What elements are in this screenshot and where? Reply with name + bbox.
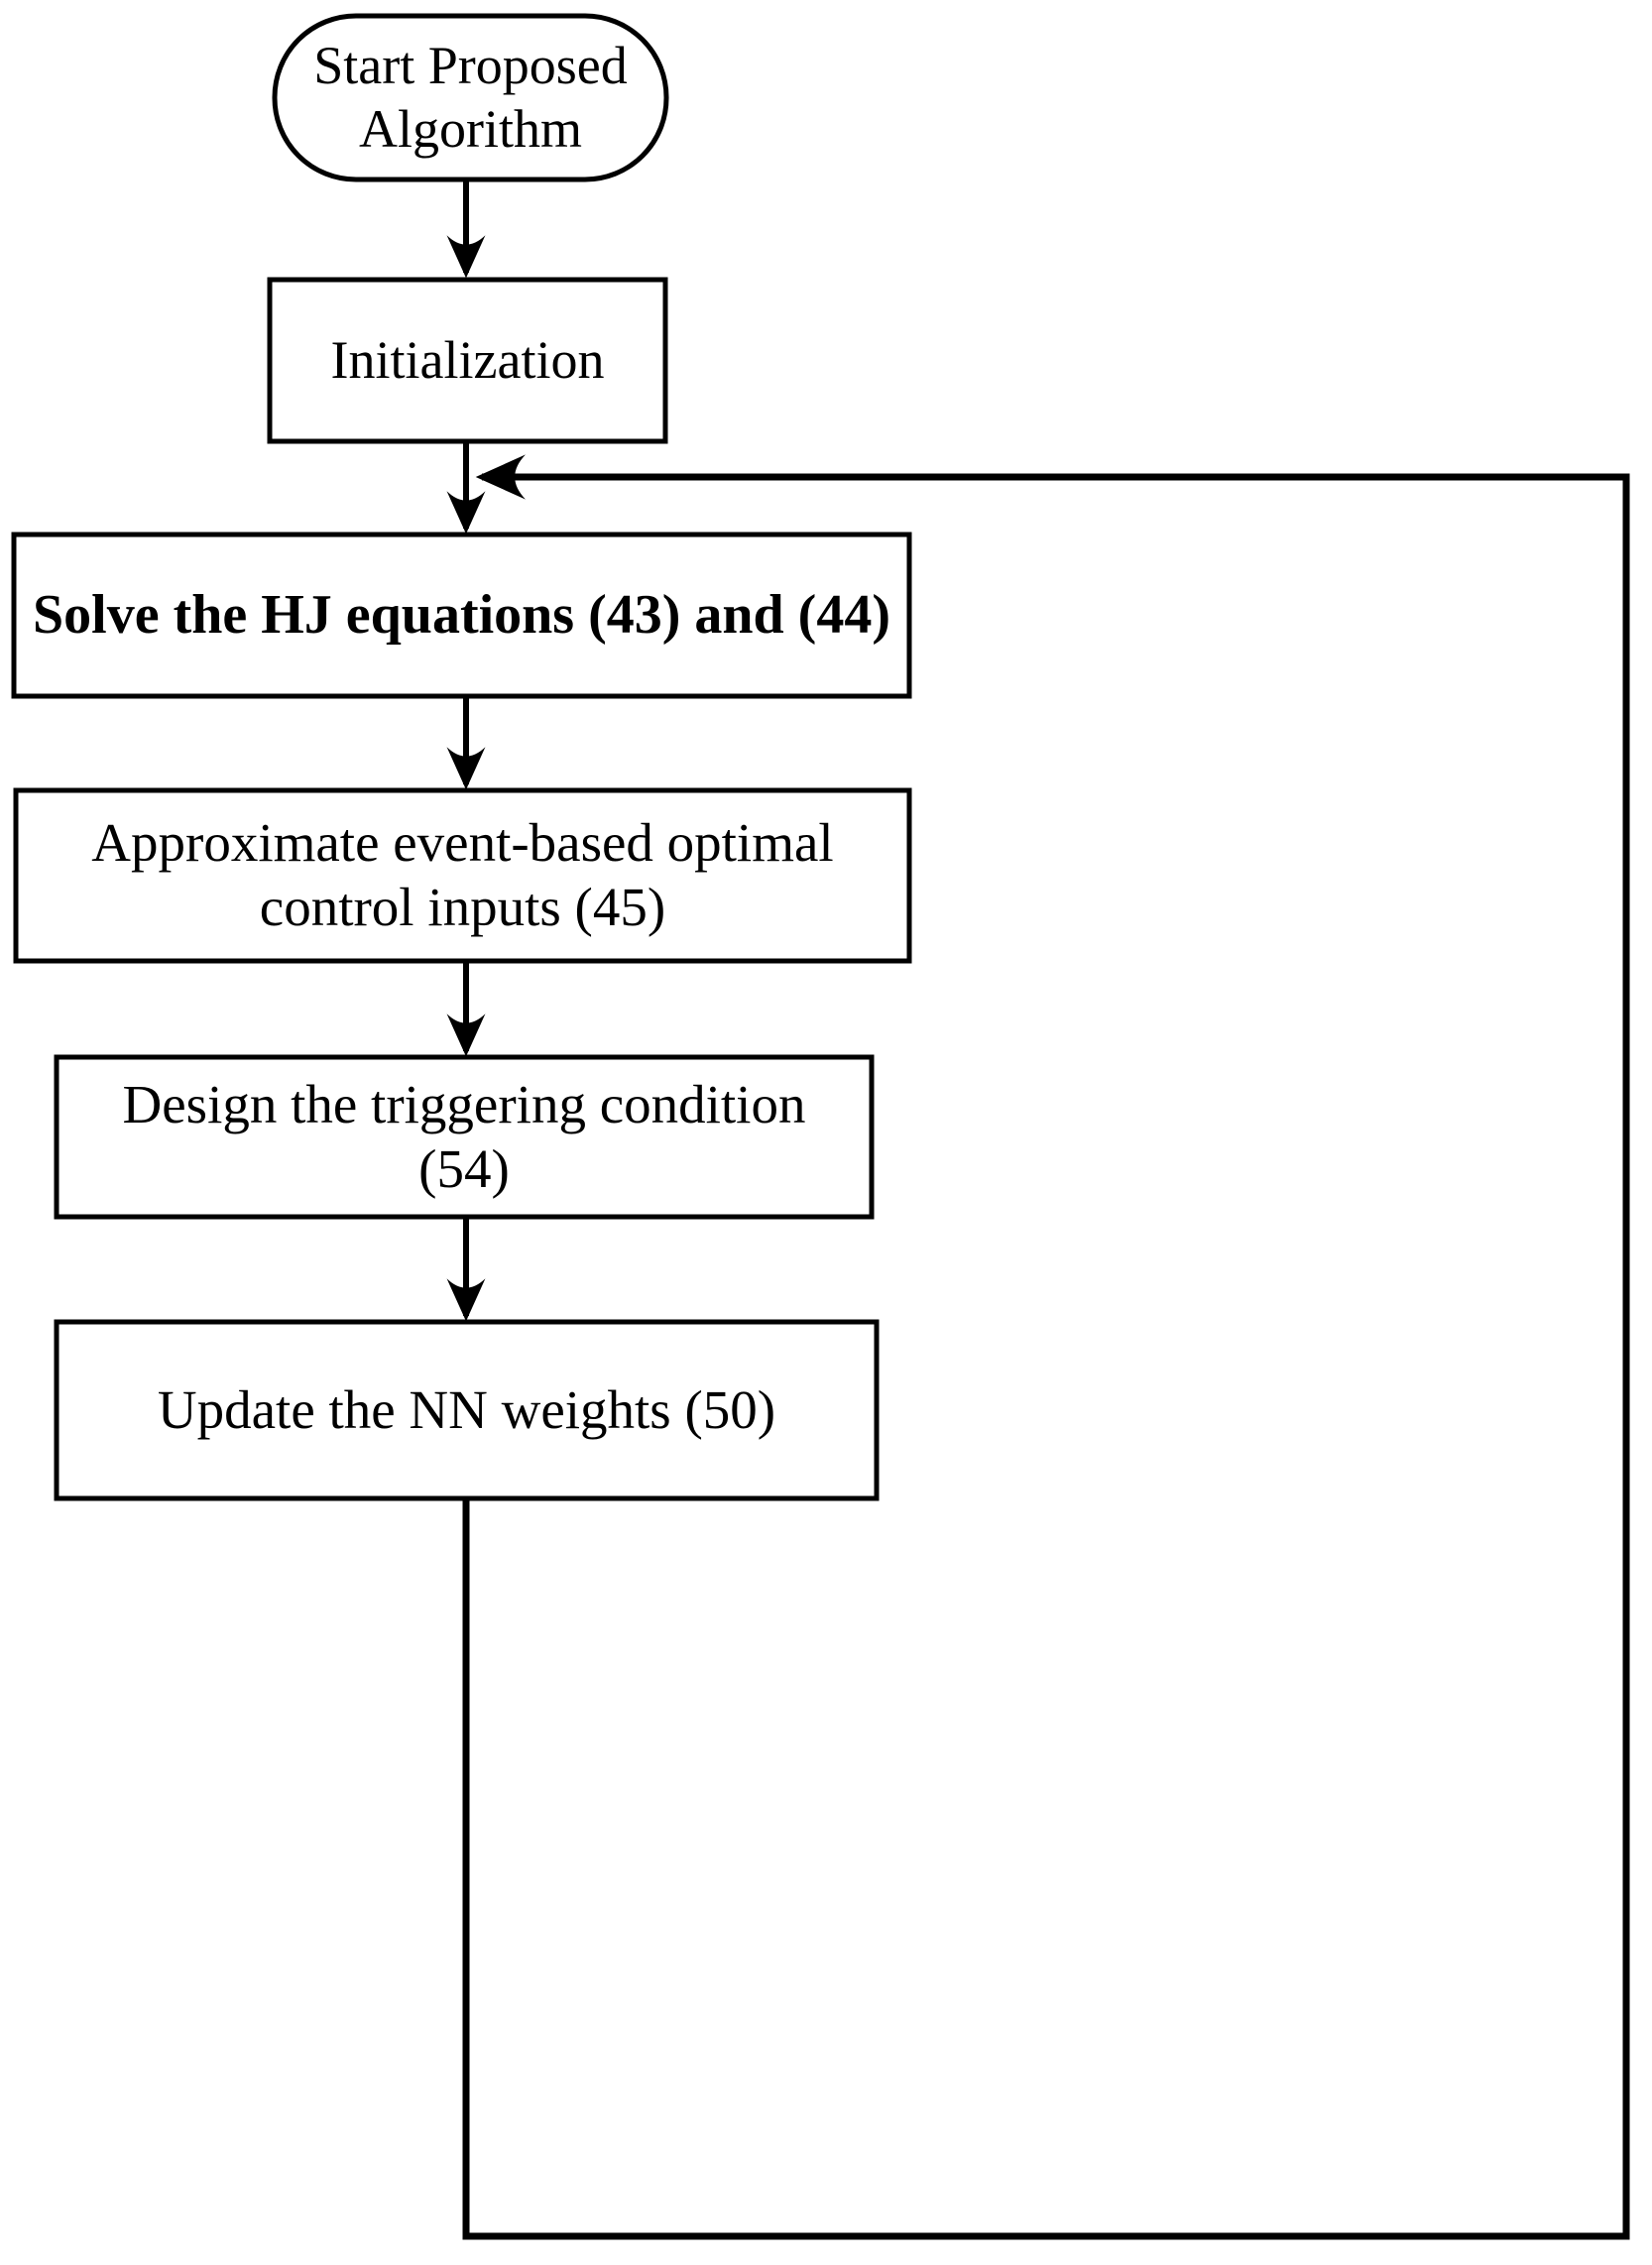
node-initialization-shape[interactable] (267, 277, 668, 444)
node-solve-hj-shape[interactable] (11, 532, 912, 699)
edge-feedback-loop (462, 454, 1630, 2240)
node-update-weights-shape[interactable] (54, 1319, 880, 1501)
node-design-trigger-shape[interactable] (54, 1054, 875, 1220)
node-start-shape[interactable] (272, 13, 669, 182)
node-approximate-control-shape[interactable] (13, 787, 912, 964)
